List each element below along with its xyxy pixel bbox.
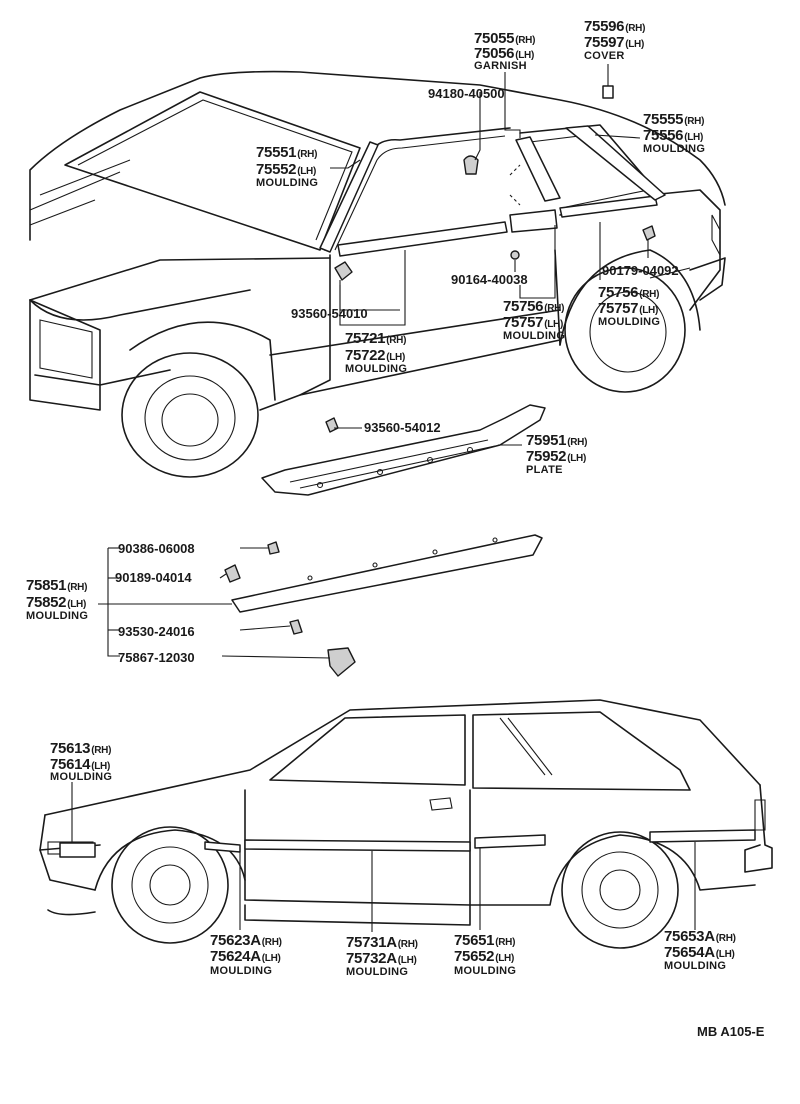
roof-moulding-rh-label: 75555(RH) bbox=[643, 111, 705, 128]
belt-moulding-joint bbox=[509, 209, 558, 233]
garnish-rh-label: 75055(RH) bbox=[474, 30, 536, 47]
clip-90189-label: 90189-04014 bbox=[115, 570, 192, 585]
screw-90164 bbox=[510, 250, 520, 260]
quarter-belt-moulding bbox=[559, 195, 658, 218]
rocker-moulding-name: MOULDING bbox=[26, 610, 89, 622]
nut-90386 bbox=[267, 541, 280, 555]
garnish-name: GARNISH bbox=[474, 60, 527, 72]
rear-quarter-moulding bbox=[649, 829, 756, 843]
clip-94180 bbox=[463, 155, 479, 175]
fender-moulding bbox=[204, 841, 241, 853]
screw-93560-a-label: 93560-54010 bbox=[291, 306, 368, 321]
door-moulding-rh-label: 75721(RH) bbox=[345, 330, 407, 347]
fender-moulding-rh-label: 75623A(RH) bbox=[210, 932, 282, 949]
belt-moulding-rh-label: 75756(RH) bbox=[503, 298, 565, 315]
roof-moulding-name: MOULDING bbox=[643, 143, 706, 155]
windshield-moulding-rh-label: 75551(RH) bbox=[256, 144, 318, 161]
side-moulding-lh-label: 75732A(LH) bbox=[346, 950, 417, 967]
door-moulding-lh-label: 75722(LH) bbox=[345, 347, 406, 364]
clip-94180-label: 94180-40500 bbox=[428, 86, 505, 101]
plate-rh-label: 75951(RH) bbox=[526, 432, 588, 449]
screw-93560-b-label: 93560-54012 bbox=[364, 420, 441, 435]
screw-93530 bbox=[289, 619, 303, 635]
belt-moulding-2-rh-label: 75756(RH) bbox=[598, 284, 660, 301]
rocker-moulding-rh-label: 75851(RH) bbox=[26, 577, 88, 594]
belt-moulding-name: MOULDING bbox=[503, 330, 566, 342]
front-moulding-lh-label: 75614(LH) bbox=[50, 756, 111, 773]
diagram-code: MB A105-E bbox=[697, 1024, 765, 1039]
front-moulding-rh-label: 75613(RH) bbox=[50, 740, 112, 757]
roof-drip-moulding bbox=[565, 125, 666, 201]
belt-moulding-lh-label: 75757(LH) bbox=[503, 314, 564, 331]
cover-rh-label: 75596(RH) bbox=[584, 18, 646, 35]
cover-name: COVER bbox=[584, 50, 625, 62]
scuff-plate-group bbox=[261, 404, 546, 496]
clip-90179-label: 90179-04092 bbox=[602, 263, 679, 278]
rocker-moulding bbox=[231, 534, 543, 613]
lower-car-illustration bbox=[39, 699, 773, 949]
rear-moulding-name: MOULDING bbox=[664, 960, 727, 972]
upper-mouldings bbox=[319, 85, 666, 281]
nut-90386-label: 90386-06008 bbox=[118, 541, 195, 556]
door-side-moulding bbox=[244, 839, 471, 852]
fender-moulding-name: MOULDING bbox=[210, 965, 273, 977]
windshield-moulding-lh-label: 75552(LH) bbox=[256, 161, 317, 178]
door-moulding-name: MOULDING bbox=[345, 363, 408, 375]
rocker-moulding-group bbox=[98, 534, 543, 677]
clip-90179 bbox=[642, 225, 656, 241]
belt-moulding-2-lh-label: 75757(LH) bbox=[598, 300, 659, 317]
bracket-75867-label: 75867-12030 bbox=[118, 650, 195, 665]
belt-moulding-2-name: MOULDING bbox=[598, 316, 661, 328]
rear-moulding-rh-label: 75653A(RH) bbox=[664, 928, 736, 945]
windshield-moulding-name: MOULDING bbox=[256, 177, 319, 189]
cover-part bbox=[602, 85, 614, 99]
quarter-moulding-name: MOULDING bbox=[454, 965, 517, 977]
upper-leader-lines bbox=[330, 64, 691, 326]
garnish-lh-label: 75056(LH) bbox=[474, 45, 535, 62]
rear-moulding-lh-label: 75654A(LH) bbox=[664, 944, 735, 961]
plate-lh-label: 75952(LH) bbox=[526, 448, 587, 465]
screw-93530-label: 93530-24016 bbox=[118, 624, 195, 639]
front-moulding bbox=[59, 842, 96, 858]
side-moulding-name: MOULDING bbox=[346, 966, 409, 978]
door-belt-moulding bbox=[337, 221, 508, 257]
screw-90164-label: 90164-40038 bbox=[451, 272, 528, 287]
scuff-plate bbox=[261, 404, 546, 496]
clip-90189 bbox=[224, 564, 241, 583]
plate-name: PLATE bbox=[526, 464, 563, 476]
rocker-moulding-lh-label: 75852(LH) bbox=[26, 594, 87, 611]
front-moulding-name: MOULDING bbox=[50, 771, 113, 783]
side-moulding-rh-label: 75731A(RH) bbox=[346, 934, 418, 951]
fender-moulding-lh-label: 75624A(LH) bbox=[210, 948, 281, 965]
cover-lh-label: 75597(LH) bbox=[584, 34, 645, 51]
roof-moulding-lh-label: 75556(LH) bbox=[643, 127, 704, 144]
bracket-75867 bbox=[327, 647, 356, 677]
center-pillar-garnish bbox=[515, 136, 561, 202]
quarter-moulding-rh-label: 75651(RH) bbox=[454, 932, 516, 949]
windshield-moulding bbox=[319, 141, 379, 253]
screw-93560-a bbox=[334, 261, 353, 281]
quarter-moulding-lh-label: 75652(LH) bbox=[454, 948, 515, 965]
quarter-moulding bbox=[474, 834, 546, 849]
screw-93560-b bbox=[325, 417, 339, 433]
